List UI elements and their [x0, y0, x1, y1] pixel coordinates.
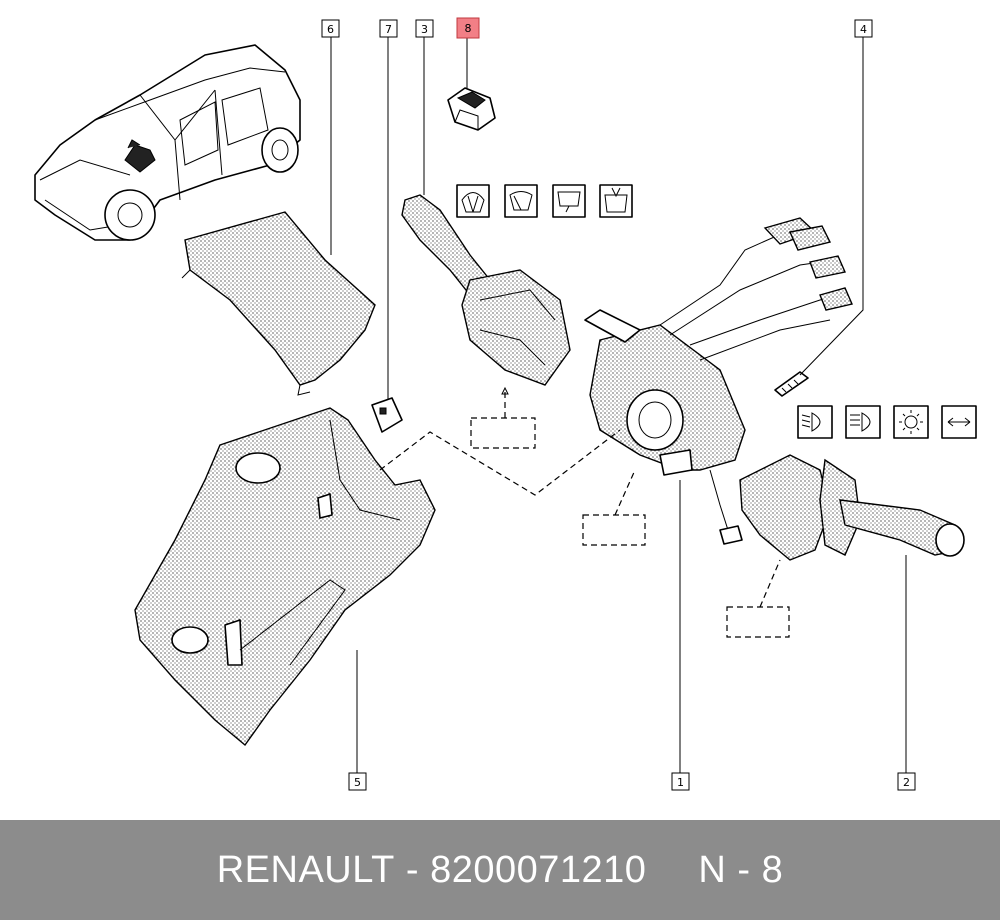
indicator-icon	[941, 405, 977, 439]
part-info-footer: RENAULT - 8200071210 N - 8	[0, 820, 1000, 920]
upper-shroud-part	[181, 211, 376, 396]
car-illustration	[34, 44, 301, 241]
callout-label-1: 1	[677, 776, 684, 789]
leader-lines	[330, 36, 907, 773]
windscreen-icon	[552, 184, 586, 218]
dipped-beam-icon	[797, 405, 833, 439]
sidelight-icon	[893, 405, 929, 439]
callout-1: 1	[671, 772, 690, 791]
part-number: 8200071210	[430, 848, 647, 891]
light-symbols	[797, 405, 977, 439]
clip-part-7	[371, 397, 403, 433]
callout-label-8: 8	[465, 22, 472, 35]
position-label: N - 8	[698, 848, 784, 891]
callout-7: 7	[379, 19, 398, 38]
switch-assembly-part-1	[584, 217, 853, 545]
main-beam-icon	[845, 405, 881, 439]
screw-part-4	[774, 371, 809, 397]
bulb-holder-part-8	[447, 87, 496, 131]
callout-2: 2	[897, 772, 916, 791]
callout-5: 5	[348, 772, 367, 791]
rear-wiper-icon	[504, 184, 538, 218]
light-stalk-part-2	[739, 454, 965, 561]
separator: -	[394, 848, 431, 891]
callout-8-highlighted: 8	[456, 17, 480, 39]
callout-label-3: 3	[421, 23, 428, 36]
connector-placeholders	[379, 386, 790, 638]
front-wiper-icon	[456, 184, 490, 218]
washer-icon	[599, 184, 633, 218]
wiper-symbols	[456, 184, 633, 218]
callout-6: 6	[321, 19, 340, 38]
callout-4: 4	[854, 19, 873, 38]
callout-label-2: 2	[903, 776, 910, 789]
callout-label-4: 4	[860, 23, 867, 36]
exploded-parts-diagram: 1 2 3 4 5 6 7 8	[34, 17, 977, 791]
callout-3: 3	[415, 19, 434, 38]
callout-label-5: 5	[354, 776, 361, 789]
callout-label-6: 6	[327, 23, 334, 36]
lower-shroud-part	[134, 407, 436, 747]
brand-name: RENAULT	[216, 848, 395, 891]
callout-label-7: 7	[385, 23, 392, 36]
wiper-stalk-part-3	[401, 194, 571, 386]
